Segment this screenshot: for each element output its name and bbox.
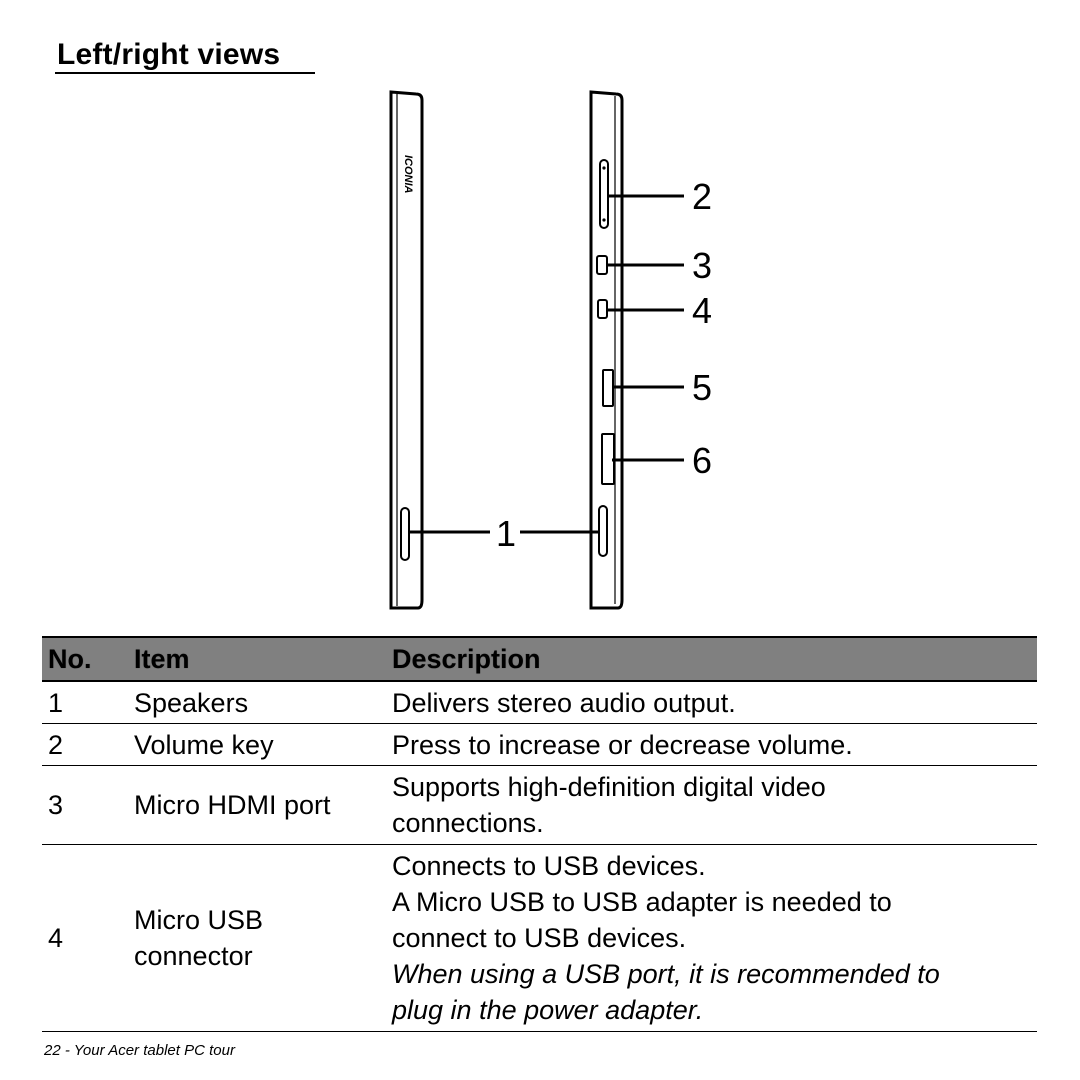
description-line: Connects to USB devices. (392, 851, 706, 881)
description-note-line: plug in the power adapter. (392, 995, 704, 1025)
row-description: Connects to USB devices. A Micro USB to … (386, 844, 1037, 1032)
row-description: Press to increase or decrease volume. (386, 723, 1037, 766)
left-speaker-grille (400, 507, 410, 561)
left-side-view: ICONIA (389, 90, 424, 610)
header-no: No. (42, 636, 128, 682)
tablet-side-views-figure: ICONIA 1 2 3 4 5 6 (389, 90, 712, 610)
row-no: 1 (42, 681, 128, 724)
row-no: 3 (42, 765, 128, 845)
callout-label-4: 4 (692, 290, 712, 331)
row-item: Micro USB connector (128, 844, 386, 1032)
table-row: 4 Micro USB connector Connects to USB de… (42, 844, 1037, 1032)
table-row: 3 Micro HDMI port Supports high-definiti… (42, 765, 1037, 845)
description-line: Press to increase or decrease volume. (392, 729, 853, 760)
micro-hdmi-port-shape (596, 255, 608, 275)
callout-label-2: 2 (692, 176, 712, 217)
header-description: Description (386, 636, 1037, 682)
ports-table: No. Item Description 1 Speakers Delivers… (42, 636, 1037, 1032)
row-no: 4 (42, 844, 128, 1032)
right-speaker-grille (598, 505, 608, 557)
row-item: Speakers (128, 681, 386, 724)
callout-label-6: 6 (692, 440, 712, 481)
description-note-line: When using a USB port, it is recommended… (392, 959, 940, 989)
row-description: Delivers stereo audio output. (386, 681, 1037, 724)
page-footer: 22 - Your Acer tablet PC tour (44, 1042, 235, 1059)
volume-key-shape (599, 159, 609, 229)
row-item: Micro HDMI port (128, 765, 386, 845)
description-line: A Micro USB to USB adapter is needed to (392, 887, 892, 917)
table-row: 1 Speakers Delivers stereo audio output. (42, 681, 1037, 724)
right-side-view (589, 90, 624, 610)
table-row: 2 Volume key Press to increase or decrea… (42, 723, 1037, 766)
description-line: connect to USB devices. (392, 923, 687, 953)
callout-label-5: 5 (692, 367, 712, 408)
description-line: Supports high-definition digital video (392, 772, 826, 802)
slot-5-shape (602, 369, 614, 407)
callout-label-3: 3 (692, 245, 712, 286)
micro-usb-port-shape (597, 299, 608, 319)
header-item: Item (128, 636, 386, 682)
callout-lines (408, 194, 684, 534)
description-line: connections. (392, 808, 544, 838)
callout-label-1: 1 (496, 513, 516, 554)
row-description: Supports high-definition digital video c… (386, 765, 1037, 845)
section-heading: Left/right views (57, 38, 281, 71)
description-line: Delivers stereo audio output. (392, 687, 736, 718)
heading-underline (55, 72, 315, 74)
table-header-row: No. Item Description (42, 636, 1037, 682)
brand-logo-text: ICONIA (402, 155, 414, 194)
row-no: 2 (42, 723, 128, 766)
row-item: Volume key (128, 723, 386, 766)
